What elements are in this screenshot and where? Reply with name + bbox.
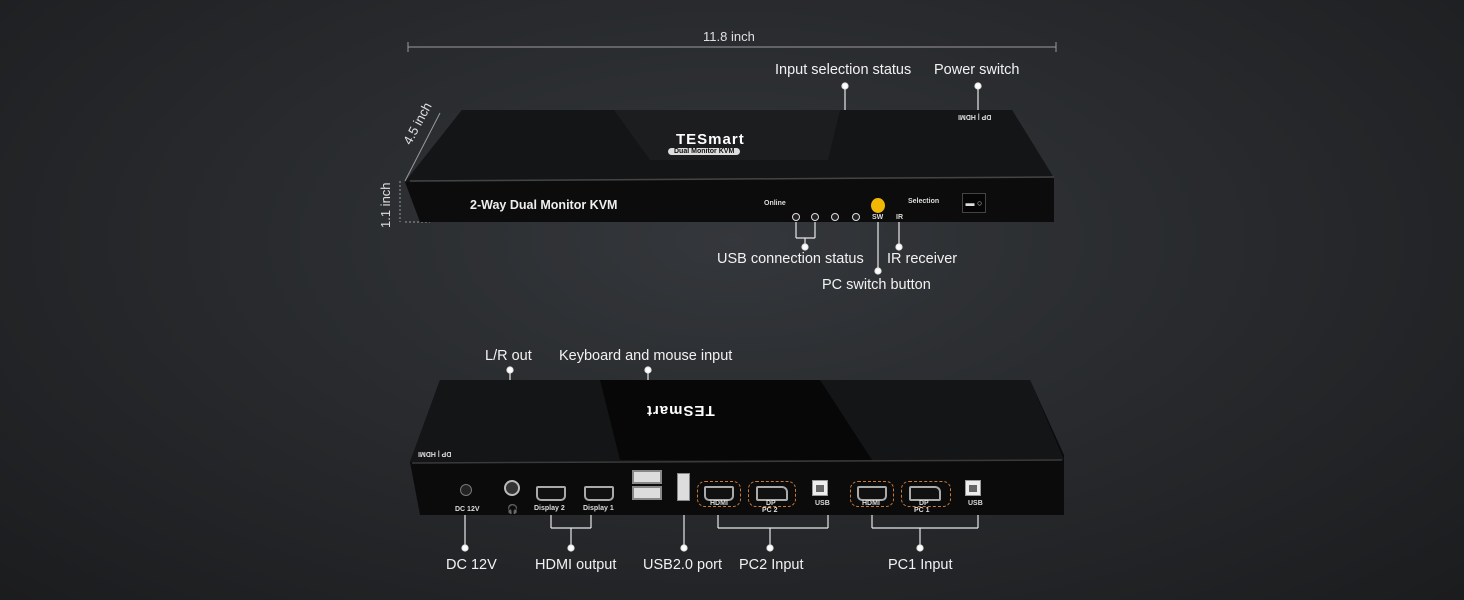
pc2-label: PC 2 (762, 507, 778, 514)
pc1-hdmi-label: HDMI (862, 500, 880, 507)
pc1-usb-label: USB (968, 500, 983, 507)
callout-pc-switch-button: PC switch button (822, 277, 931, 293)
usb-status-led-2 (811, 213, 819, 221)
brand-subtitle: Dual Monitor KVM (668, 148, 741, 155)
display1-hdmi-port (584, 486, 614, 501)
pc1-usb-b-port (965, 480, 981, 496)
callout-lr-out: L/R out (485, 348, 532, 364)
selection-label: Selection (908, 198, 940, 205)
pc1-dp-label: DP (919, 500, 929, 507)
usb2-port (677, 473, 690, 501)
sw-label: SW (872, 214, 884, 221)
ir-label: IR (896, 214, 903, 221)
width-dimension: 11.8 inch (703, 29, 755, 44)
pc2-hdmi-label: HDMI (710, 500, 728, 507)
pc2-hdmi-port (704, 486, 734, 501)
input-status-led-1 (831, 213, 839, 221)
audio-jack (504, 480, 520, 496)
display1-label: Display 1 (583, 505, 614, 512)
headphone-icon: 🎧 (507, 504, 519, 514)
callout-usb2-port: USB2.0 port (643, 557, 722, 573)
pc2-dp-label: DP (766, 500, 776, 507)
callout-pc1-input: PC1 Input (888, 557, 953, 573)
rear-brand-logo: TESmart (646, 402, 715, 419)
online-label: Online (764, 200, 786, 207)
mouse-usb-port (632, 486, 662, 500)
brand-logo: TESmart (676, 131, 745, 148)
usb-status-led-1 (792, 213, 800, 221)
rear-dp-hdmi-badge: DP | HDMI (418, 450, 452, 457)
callout-usb-connection-status: USB connection status (717, 251, 864, 267)
callout-hdmi-output: HDMI output (535, 557, 617, 573)
power-switch[interactable]: ▬ ○ (962, 193, 986, 213)
pc2-dp-port (756, 486, 788, 501)
pc2-hdmi-highlight (697, 481, 741, 507)
pc1-label: PC 1 (914, 507, 930, 514)
pc1-hdmi-port (857, 486, 887, 501)
pc2-usb-label: USB (815, 500, 830, 507)
display2-label: Display 2 (534, 505, 565, 512)
callout-keyboard-mouse-input: Keyboard and mouse input (559, 348, 733, 364)
callout-ir-receiver: IR receiver (887, 251, 958, 267)
pc1-dp-highlight (901, 481, 951, 507)
callout-pc2-input: PC2 Input (739, 557, 804, 573)
pc2-dp-highlight (748, 481, 796, 507)
pc1-dp-port (909, 486, 941, 501)
model-text: 2-Way Dual Monitor KVM (470, 198, 618, 212)
callout-dc-12v: DC 12V (446, 557, 497, 573)
callout-input-selection-status: Input selection status (775, 62, 912, 78)
pc2-usb-b-port (812, 480, 828, 496)
pc-switch-button[interactable] (871, 198, 885, 213)
display2-hdmi-port (536, 486, 566, 501)
dc-port-label: DC 12V (455, 506, 480, 513)
dc-power-jack (460, 484, 472, 496)
keyboard-usb-port (632, 470, 662, 484)
pc1-hdmi-highlight (850, 481, 894, 507)
callout-power-switch: Power switch (934, 62, 1020, 78)
input-status-led-2 (852, 213, 860, 221)
